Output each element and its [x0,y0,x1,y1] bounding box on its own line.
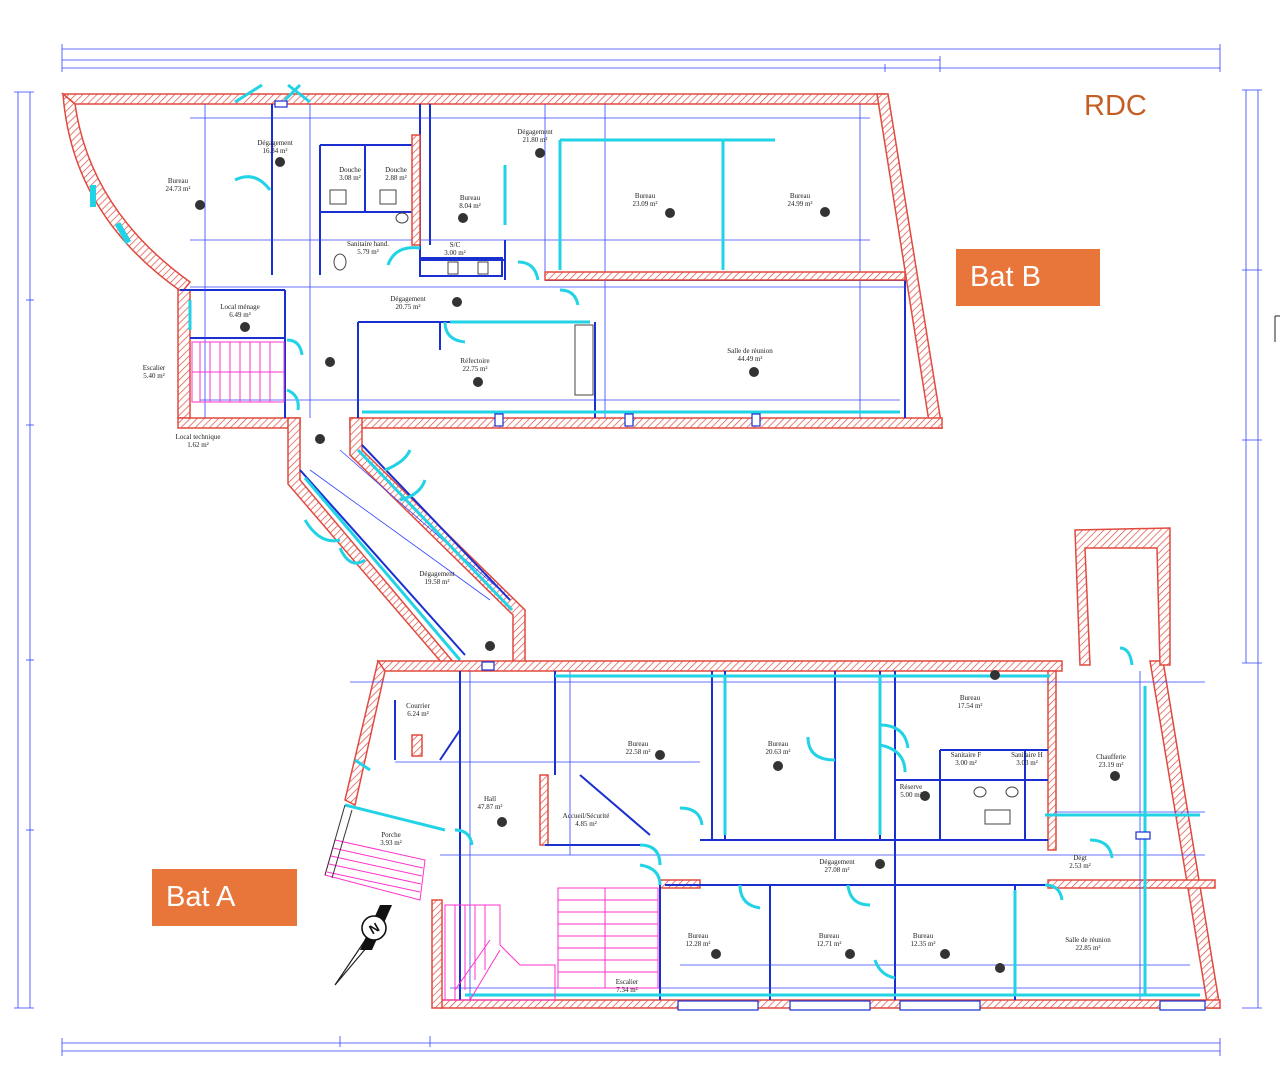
room-name: Réserve [900,783,923,791]
room-name: Réfectoire [460,357,489,365]
room-name: Local technique [176,433,221,441]
room-name: Courrier [406,702,430,710]
building-b-walls [60,92,943,671]
room-name: Bureau [168,177,189,185]
room-area: 3.00 m² [955,759,977,767]
room-name: Dégagement [517,128,552,136]
room-name: Douche [385,166,407,174]
room-area: 16.34 m² [262,147,287,155]
left-dimensions [14,91,34,1009]
room-area: 3.08 m² [339,174,361,182]
room-area: 6.49 m² [229,311,251,319]
corridor-link [299,444,514,661]
room-name: Dégagement [419,570,454,578]
top-dimensions [61,44,1221,72]
room-name: Escalier [143,364,166,372]
room-area: 7.34 m² [616,986,638,994]
room-area: 6.24 m² [407,710,429,718]
room-area: 19.58 m² [424,578,449,586]
stairs-a [444,887,659,1001]
room-name: Sanitaire H [1011,751,1043,759]
room-area: 1.62 m² [187,441,209,449]
room-area: 3.93 m² [380,839,402,847]
stairs-b [191,341,285,403]
room-name: Bureau [635,192,656,200]
room-name: Accueil/Sécurité [563,812,610,820]
room-name: Bureau [790,192,811,200]
building-b-partitions [180,104,906,418]
room-name: Sanitaire F [951,751,982,759]
room-area: 12.71 m² [816,940,841,948]
right-dimensions [1242,89,1280,1009]
bottom-dimensions [61,1036,1221,1056]
room-area: 21.80 m² [522,136,547,144]
room-area: 12.35 m² [910,940,935,948]
room-area: 22.85 m² [1075,944,1100,952]
room-name: Dégagement [390,295,425,303]
level-label: RDC [1084,90,1147,122]
room-name: Bureau [628,740,649,748]
room-name: Hall [484,795,496,803]
room-name: Sanitaire hand. [347,240,389,248]
equipment-symbols [195,148,1120,973]
room-area: 4.85 m² [575,820,597,828]
room-name: Chaufferie [1096,753,1126,761]
room-area: 12.28 m² [685,940,710,948]
room-name: Dégagement [819,858,854,866]
building-a-walls [344,527,1221,1009]
room-area: 5.40 m² [143,372,165,380]
room-name: Bureau [819,932,840,940]
room-name: Bureau [960,694,981,702]
room-name: Salle de réunion [1065,936,1111,944]
room-name: Bureau [460,194,481,202]
room-area: 27.08 m² [824,866,849,874]
building-a-windows [344,646,1200,997]
building-b-tag: Bat B [956,249,1100,306]
room-area: 24.99 m² [787,200,812,208]
room-area: 2.88 m² [385,174,407,182]
room-name: Dégagement [257,139,292,147]
room-name: Bureau [913,932,934,940]
room-area: 17.54 m² [957,702,982,710]
building-b-windows [90,83,900,414]
room-name: S/C [450,241,461,249]
room-area: 2.53 m² [1069,862,1091,870]
room-area: 47.87 m² [477,803,502,811]
room-name: Local ménage [220,303,259,311]
room-area: 3.00 m² [444,249,466,257]
room-name: Douche [339,166,361,174]
room-name: Bureau [688,932,709,940]
room-name: Escalier [616,978,639,986]
north-compass [334,905,392,986]
room-area: 23.09 m² [632,200,657,208]
porche-stairs [324,804,426,901]
room-name: Bureau [768,740,789,748]
room-name: Porche [381,831,400,839]
wall-markers [274,100,1206,1011]
room-area: 23.19 m² [1098,761,1123,769]
room-name: Salle de réunion [727,347,773,355]
room-area: 8.04 m² [459,202,481,210]
room-name: Dégt [1073,854,1087,862]
room-area: 3.03 m² [1016,759,1038,767]
room-area: 20.75 m² [395,303,420,311]
room-area: 20.63 m² [765,748,790,756]
room-area: 22.58 m² [625,748,650,756]
sanitary-fixtures [329,189,1019,825]
room-area: 24.73 m² [165,185,190,193]
room-area: 5.79 m² [357,248,379,256]
building-a-tag: Bat A [152,869,297,926]
room-area: 44.49 m² [737,355,762,363]
rooms-building-b: Bureau 24.73 m² Dégagement 16.34 m² Douc… [143,128,813,586]
room-area: 22.75 m² [462,365,487,373]
room-area: 5.00 m² [900,791,922,799]
rooms-building-a: Courrier 6.24 m² Porche 3.93 m² Hall 47.… [380,694,1126,994]
